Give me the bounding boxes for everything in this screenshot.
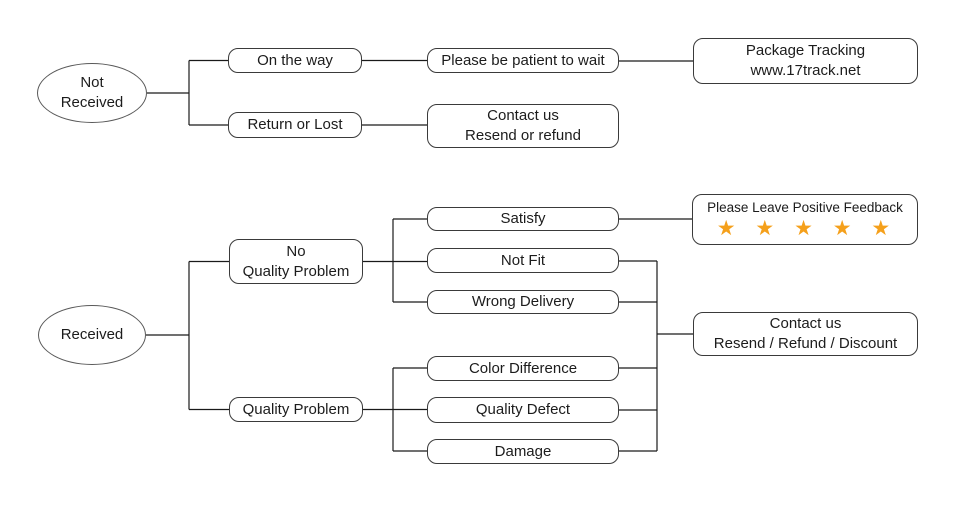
node-label: No xyxy=(286,242,306,260)
node-label: Quality Defect xyxy=(475,401,571,419)
node-label: On the way xyxy=(257,51,333,69)
node-label: Please Leave Positive Feedback xyxy=(707,199,903,215)
node-label: Damage xyxy=(494,442,552,460)
node-quality-defect: Quality Defect xyxy=(427,397,619,423)
star-icons: ★ ★ ★ ★ ★ xyxy=(716,217,898,241)
node-wrong-delivery: Wrong Delivery xyxy=(427,290,619,314)
node-return-or-lost: Return or Lost xyxy=(228,112,362,138)
node-positive-feedback: Please Leave Positive Feedback ★ ★ ★ ★ ★ xyxy=(692,194,918,245)
node-contact-resend-refund-discount: Contact us Resend / Refund / Discount xyxy=(693,312,918,356)
node-label: Please be patient to wait xyxy=(441,51,605,69)
node-received: Received xyxy=(38,305,146,365)
node-label: Quality Problem xyxy=(242,262,350,280)
tracking-url: www.17track.net xyxy=(750,62,861,79)
node-color-difference: Color Difference xyxy=(427,356,619,381)
node-label: Wrong Delivery xyxy=(471,293,575,311)
node-label: Resend / Refund / Discount xyxy=(713,335,898,352)
node-label: Package Tracking xyxy=(745,42,866,60)
node-label: Satisfy xyxy=(500,210,546,228)
node-satisfy: Satisfy xyxy=(427,207,619,231)
node-label: Received xyxy=(60,326,124,344)
node-label: Not xyxy=(80,74,104,92)
node-on-the-way: On the way xyxy=(228,48,362,73)
node-label: Resend or refund xyxy=(465,127,581,144)
node-label: Return or Lost xyxy=(247,116,343,134)
node-quality-problem: Quality Problem xyxy=(229,397,363,422)
node-label: Contact us xyxy=(769,315,842,333)
node-not-fit: Not Fit xyxy=(427,248,619,273)
node-label: Color Difference xyxy=(468,359,578,377)
node-no-quality-problem: No Quality Problem xyxy=(229,239,363,284)
node-please-be-patient: Please be patient to wait xyxy=(427,48,619,73)
node-contact-resend-refund: Contact us Resend or refund xyxy=(427,104,619,148)
node-label: Quality Problem xyxy=(242,400,350,418)
node-label: Received xyxy=(60,94,124,111)
node-label: Not Fit xyxy=(500,251,546,269)
node-damage: Damage xyxy=(427,439,619,464)
node-package-tracking: Package Tracking www.17track.net xyxy=(693,38,918,84)
node-not-received: Not Received xyxy=(37,63,147,123)
node-label: Contact us xyxy=(487,107,559,125)
